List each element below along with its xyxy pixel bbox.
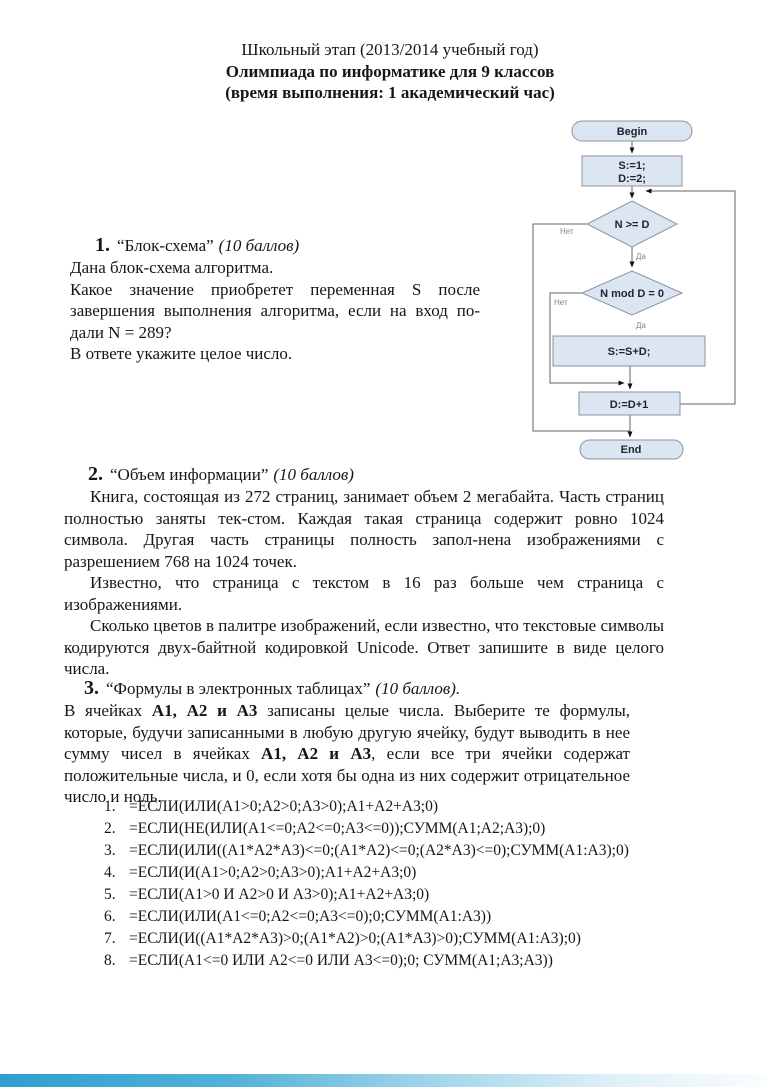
- question-3-body: В ячейках А1, А2 и А3 записаны целые чис…: [64, 700, 630, 808]
- formula-text: =ЕСЛИ(НЕ(ИЛИ(А1<=0;А2<=0;А3<=0));СУММ(А1…: [129, 820, 546, 837]
- question-1-paragraph-1: Дана блок-схема алгоритма.: [70, 258, 274, 277]
- flow-loop-return-line: [645, 188, 736, 405]
- question-2-paragraph-3: Сколько цветов в палитре изображений, ес…: [64, 616, 664, 678]
- question-2-paragraph-1: Книга, состоящая из 272 страниц, занимае…: [64, 487, 664, 571]
- question-3-body-text-1: В ячейках: [64, 701, 152, 720]
- formula-text: =ЕСЛИ(И((А1*А2*А3)>0;(А1*А2)>0;(А1*А3)>0…: [129, 930, 581, 947]
- end-shape: [579, 439, 684, 460]
- formula-number: 7.: [104, 930, 116, 947]
- question-2-points: (10 баллов): [273, 465, 354, 484]
- formula-text: =ЕСЛИ(ИЛИ((А1*А2*А3)<=0;(А1*А2)<=0;(А2*А…: [129, 842, 629, 859]
- formula-text: =ЕСЛИ(ИЛИ(А1<=0;А2<=0;А3<=0);0;СУММ(А1:А…: [129, 908, 492, 925]
- flow-line-cond2-no: [549, 292, 625, 386]
- init-label-line1: S:=1;: [618, 160, 645, 172]
- formula-item-7: 7. =ЕСЛИ(И((А1*А2*А3)>0;(А1*А2)>0;(А1*А3)…: [104, 928, 629, 950]
- formula-item-6: 6. =ЕСЛИ(ИЛИ(А1<=0;А2<=0;А3<=0);0;СУММ(А1…: [104, 906, 629, 928]
- formula-text: =ЕСЛИ(А1>0 И А2>0 И А3>0);А1+А2+А3;0): [129, 886, 430, 903]
- question-1: 1. “Блок-схема”(10 баллов) Дана блок-схем…: [70, 234, 480, 365]
- question-1-paragraph-2: Какое значение приобретет переменная S п…: [70, 279, 480, 342]
- cond2-label: N mod D = 0: [600, 288, 664, 300]
- document-header: Школьный этап (2013/2014 учебный год) Ол…: [20, 39, 760, 104]
- cond1-yes-label: Да: [636, 252, 646, 261]
- init-label-line2: D:=2;: [618, 173, 646, 185]
- formula-item-2: 2. =ЕСЛИ(НЕ(ИЛИ(А1<=0;А2<=0;А3<=0));СУММ(…: [104, 818, 629, 840]
- begin-label: Begin: [617, 126, 648, 138]
- cond1-label: N >= D: [615, 219, 650, 231]
- formula-item-8: 8. =ЕСЛИ(А1<=0 ИЛИ А2<=0 ИЛИ А3<=0);0; СУ…: [104, 950, 629, 972]
- assign-label: S:=S+D;: [608, 346, 651, 358]
- assign-shape: [552, 335, 706, 367]
- formula-text: =ЕСЛИ(А1<=0 ИЛИ А2<=0 ИЛИ А3<=0);0; СУММ…: [129, 952, 553, 969]
- question-3-points: (10 баллов).: [375, 679, 461, 698]
- formula-text: =ЕСЛИ(ИЛИ(А1>0;А2>0;А3>0);А1+А2+А3;0): [129, 798, 439, 815]
- cond2-yes-label: Да: [636, 321, 646, 330]
- formula-number: 6.: [104, 908, 116, 925]
- cond2-no-label: Нет: [554, 298, 568, 307]
- flowchart-diagram: Begin S:=1; D:=2; N >= D Нет Да N mod D …: [532, 120, 736, 460]
- flowchart-inc-node: D:=D+1: [578, 391, 681, 416]
- inc-shape: [578, 391, 681, 416]
- header-line-3: (время выполнения: 1 академический час): [225, 83, 555, 102]
- flowchart-init-node: S:=1; D:=2;: [581, 155, 683, 187]
- cond1-diamond: [585, 200, 679, 248]
- question-1-points: (10 баллов): [218, 236, 300, 255]
- formula-item-3: 3. =ЕСЛИ(ИЛИ((А1*А2*А3)<=0;(А1*А2)<=0;(А2…: [104, 840, 629, 862]
- question-1-number: 1.: [95, 234, 110, 256]
- bottom-gradient-bar: [0, 1074, 768, 1087]
- formula-item-5: 5. =ЕСЛИ(А1>0 И А2>0 И А3>0);А1+А2+А3;0): [104, 884, 629, 906]
- question-3-number: 3.: [84, 677, 99, 699]
- init-shape: [581, 155, 683, 187]
- question-3-body-text-3: , если все три ячейки содержат положител…: [64, 744, 630, 806]
- formula-number: 2.: [104, 820, 116, 837]
- formula-item-1: 1. =ЕСЛИ(ИЛИ(А1>0;А2>0;А3>0);А1+А2+А3;0): [104, 796, 629, 818]
- question-2-number: 2.: [88, 463, 103, 485]
- formula-number: 5.: [104, 886, 116, 903]
- question-2: 2. “Объем информации”(10 баллов) Книга, с…: [64, 463, 664, 680]
- formula-text: =ЕСЛИ(И(А1>0;А2>0;А3>0);А1+А2+А3;0): [129, 864, 417, 881]
- flowchart-cond2-node: N mod D = 0: [580, 270, 684, 316]
- question-1-paragraph-3: В ответе укажите целое число.: [70, 344, 293, 363]
- flowchart-cond1-node: N >= D: [585, 200, 679, 248]
- question-3-body-bold-2: А1, А2 и А3: [261, 744, 372, 763]
- formula-number: 8.: [104, 952, 116, 969]
- formula-number: 3.: [104, 842, 116, 859]
- end-label: End: [621, 444, 642, 456]
- question-3-title: “Формулы в электронных таблицах”: [106, 679, 371, 698]
- question-1-heading: 1. “Блок-схема”(10 баллов): [70, 234, 480, 257]
- begin-shape: [571, 120, 693, 142]
- formula-number: 4.: [104, 864, 116, 881]
- cond2-diamond: [580, 270, 684, 316]
- flow-line-cond1-no: [532, 223, 630, 432]
- question-3: 3. “Формулы в электронных таблицах”(10 ба…: [64, 677, 676, 808]
- flowchart-end-node: End: [579, 439, 684, 460]
- question-3-heading: 3. “Формулы в электронных таблицах”(10 ба…: [64, 677, 676, 700]
- formula-number: 1.: [104, 798, 116, 815]
- flowchart-begin-node: Begin: [571, 120, 693, 142]
- question-1-title: “Блок-схема”: [117, 236, 214, 255]
- header-line-1: Школьный этап (2013/2014 учебный год): [241, 40, 539, 59]
- question-3-body-bold-1: А1, А2 и А3: [151, 701, 258, 720]
- question-2-heading: 2. “Объем информации”(10 баллов): [64, 463, 664, 486]
- formula-item-4: 4. =ЕСЛИ(И(А1>0;А2>0;А3>0);А1+А2+А3;0): [104, 862, 629, 884]
- inc-label: D:=D+1: [610, 399, 649, 411]
- header-line-2: Олимпиада по информатике для 9 классов: [225, 61, 555, 81]
- question-2-title: “Объем информации”: [110, 465, 269, 484]
- question-3-body-text-2: записаны целые числа. Выберите те формул…: [64, 701, 630, 763]
- formula-list: 1.=ЕСЛИ(ИЛИ(А1>0;А2>0;А3>0);А1+А2+А3;0) …: [104, 796, 629, 972]
- question-2-paragraph-2: Известно, что страница с текстом в 16 ра…: [64, 573, 664, 614]
- flowchart-assign-node: S:=S+D;: [552, 335, 706, 367]
- cond1-no-label: Нет: [560, 227, 574, 236]
